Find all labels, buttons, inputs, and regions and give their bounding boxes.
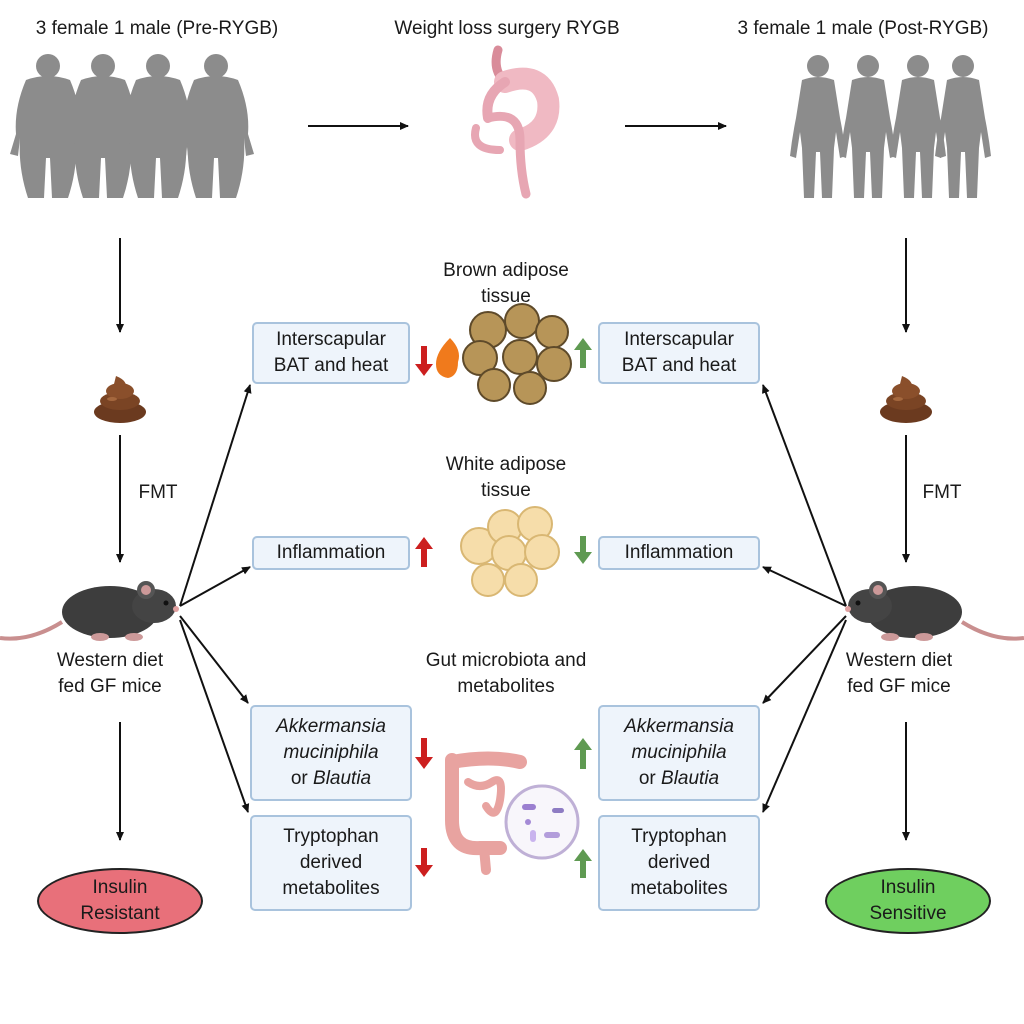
gut-icon [445, 751, 527, 875]
post-rygb-label: 3 female 1 male (Post-RYGB) [737, 18, 989, 39]
bat-up-green-arrow [574, 338, 592, 368]
trend-arrows [415, 338, 592, 878]
flow-arrows [116, 122, 910, 841]
pre-rygb-silhouettes [10, 54, 254, 198]
pre-rygb-label: 3 female 1 male (Pre-RYGB) [35, 18, 279, 39]
trp-up-green-arrow [574, 849, 592, 878]
fmt-label-left: FMT [138, 482, 178, 503]
inflammation-down-green-arrow [574, 536, 592, 564]
inflammation-box-left: Inflammation [252, 536, 410, 570]
white-adipose-cells [460, 506, 560, 597]
surgery-label: Weight loss surgery RYGB [394, 18, 620, 39]
stool-sample-left [94, 376, 146, 423]
stool-sample-right [880, 376, 932, 423]
mouse-left [0, 581, 179, 641]
akk-up-green-arrow [574, 738, 592, 769]
inflammation-up-red-arrow [415, 537, 433, 567]
akk-down-red-arrow [415, 738, 433, 769]
flame-icon [436, 338, 459, 378]
stomach-icon [471, 45, 560, 199]
bat-down-red-arrow [415, 346, 433, 376]
microbe-magnifier [504, 784, 580, 860]
fmt-label-right: FMT [922, 482, 962, 503]
akkermansia-box-right: Akkermansia muciniphila or Blautia [598, 705, 760, 801]
mouse-right [845, 581, 1024, 641]
inflammation-box-right: Inflammation [598, 536, 760, 570]
akkermansia-box-left: Akkermansia muciniphila or Blautia [250, 705, 412, 801]
post-rygb-silhouettes [790, 55, 991, 198]
brown-adipose-cells [462, 303, 572, 405]
trp-down-red-arrow [415, 848, 433, 877]
